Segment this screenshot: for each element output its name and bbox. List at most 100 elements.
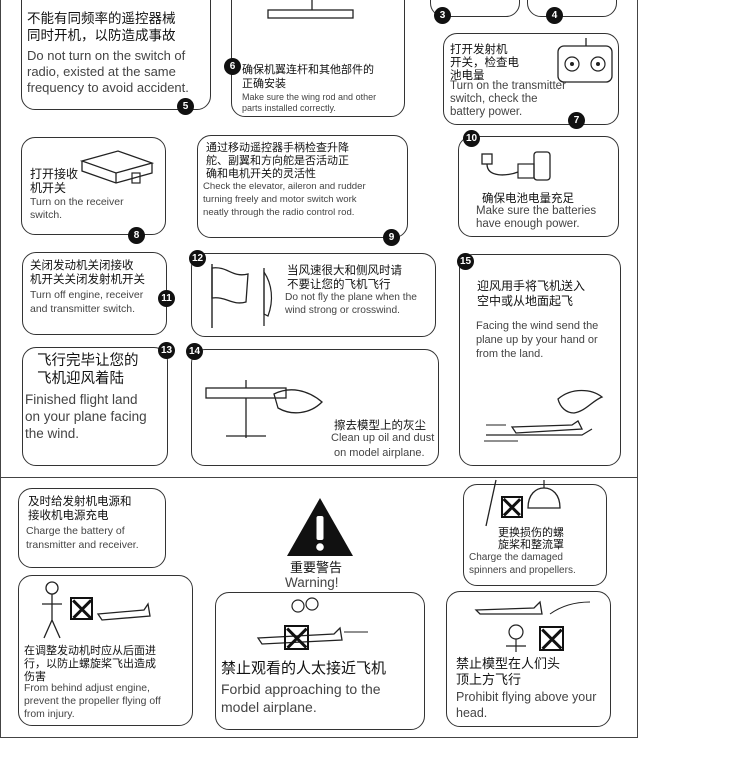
- replace-spinner-zh-line-1: 更换损伤的螺: [498, 526, 564, 539]
- charge-battery-en-line-1: Charge the battery of: [26, 525, 125, 537]
- step-7-en-line-2: switch, check the: [450, 93, 538, 105]
- prohibited-cross-icon: [70, 597, 93, 620]
- step-13-card: [22, 347, 168, 466]
- step-12-number: 12: [189, 250, 206, 267]
- prohibited-cross-icon: [539, 626, 564, 651]
- step-3-number: 3: [434, 7, 451, 24]
- adjust-engine-zh-line-3: 伤害: [24, 670, 46, 683]
- step-8-card: [21, 137, 166, 235]
- step-6-en-line-2: parts installed correctly.: [242, 103, 336, 113]
- step-14-zh: 擦去模型上的灰尘: [334, 418, 426, 432]
- replace-spinner-zh-line-2: 旋桨和整流罩: [498, 538, 564, 551]
- hand-launch-illustration: [484, 389, 604, 442]
- overhead-flight-illustration: [474, 600, 591, 652]
- replace-spinner-en-line-2: spinners and propellers.: [469, 565, 576, 576]
- adjust-engine-en-line-1: From behind adjust engine,: [24, 683, 150, 694]
- step-7-en-line-1: Turn on the transmitter: [450, 80, 566, 92]
- step-14-number: 14: [186, 343, 203, 360]
- step-15-zh-line-1: 迎风用手将飞机送入: [477, 279, 586, 293]
- step-8-zh-line-1: 打开接收: [30, 167, 79, 181]
- step-7-en-line-3: battery power.: [450, 106, 523, 118]
- step-6-card: [231, 0, 405, 117]
- step-7-zh-line-2: 开关，检查电: [450, 55, 519, 69]
- step-14-en-line-2: on model airplane.: [334, 447, 425, 459]
- engine-adjust-illustration: [42, 581, 151, 639]
- forbid-approach-en-line-2: model airplane.: [221, 699, 317, 715]
- step-10-en-line-2: have enough power.: [476, 218, 580, 230]
- warning-title-zh: 重要警告: [290, 561, 343, 576]
- spectators-airplane-illustration: [256, 597, 368, 645]
- step-4-card: [527, 0, 617, 17]
- step-8-en-line-2: switch.: [30, 209, 63, 221]
- warning-triangle-icon: [287, 498, 353, 556]
- step-8-zh-line-2: 机开关: [30, 181, 67, 195]
- forbid-approach-zh: 禁止观看的人太接近飞机: [221, 659, 387, 677]
- warning-title-en: Warning!: [285, 575, 339, 590]
- charge-battery-zh-line-2: 接收机电源充电: [28, 508, 109, 522]
- step-14-en-line-1: Clean up oil and dust: [331, 432, 435, 444]
- instruction-sheet-frame: [0, 0, 638, 738]
- charge-battery-card: [18, 488, 166, 568]
- adjust-engine-en-line-3: from injury.: [24, 709, 75, 720]
- step-10-number: 10: [463, 130, 480, 147]
- receiver-illustration: [79, 150, 155, 184]
- step-11-en-line-2: and transmitter switch.: [30, 303, 136, 315]
- step-9-number: 9: [383, 229, 400, 246]
- step-15-en-line-3: from the land.: [476, 348, 544, 360]
- step-5-en-line-3: frequency to avoid accident.: [27, 80, 189, 95]
- step-5-number: 5: [177, 98, 194, 115]
- step-12-en-line-1: Do not fly the plane when the: [285, 292, 417, 303]
- step-12-card: [191, 253, 436, 337]
- step-6-en-line-1: Make sure the wing rod and other: [242, 92, 377, 102]
- step-9-zh-line-3: 确和电机开关的灵活性: [206, 167, 316, 180]
- step-9-zh-line-1: 通过移动遥控器手柄检查升降: [206, 141, 349, 154]
- step-10-zh: 确保电池电量充足: [482, 191, 574, 205]
- battery-charger-illustration: [481, 151, 551, 181]
- airplane-wing-illustration: [267, 0, 354, 19]
- step-4-number: 4: [546, 7, 563, 24]
- step-9-card: [197, 135, 408, 238]
- charge-battery-en-line-2: transmitter and receiver.: [26, 539, 139, 551]
- step-5-zh-line-1: 不能有同频率的遥控器械: [27, 11, 176, 27]
- prohibited-cross-icon: [501, 496, 523, 518]
- no-overhead-zh-line-1: 禁止模型在人们头: [456, 657, 561, 672]
- forbid-approach-en-line-1: Forbid approaching to the: [221, 681, 381, 697]
- no-overhead-en-line-1: Prohibit flying above your: [456, 690, 597, 704]
- step-5-en-line-1: Do not turn on the switch of: [27, 48, 186, 63]
- step-11-en-line-1: Turn off engine, receiver: [30, 289, 144, 301]
- step-12-zh-line-2: 不要让您的飞机飞行: [287, 277, 391, 291]
- transmitter-illustration: [557, 38, 613, 83]
- step-6-zh-line-1: 确保机翼连杆和其他部件的: [242, 63, 374, 76]
- step-12-en-line-2: wind strong or crosswind.: [285, 305, 400, 316]
- adjust-engine-card: [18, 575, 193, 726]
- section-divider: [0, 477, 638, 478]
- step-11-zh-line-2: 机开关关闭发射机开关: [30, 272, 145, 286]
- spinner-propeller-illustration: [485, 479, 561, 527]
- wind-flag-illustration: [211, 264, 273, 328]
- step-7-number: 7: [568, 112, 585, 129]
- prohibited-cross-icon: [284, 625, 309, 650]
- step-7-zh-line-3: 池电量: [450, 68, 485, 82]
- step-15-number: 15: [457, 253, 474, 270]
- step-5-zh-line-2: 同时开机，以防造成事故: [27, 28, 176, 44]
- step-11-number: 11: [158, 290, 175, 307]
- step-7-card: [443, 33, 619, 125]
- adjust-engine-zh-line-2: 行，以防止螺旋桨飞出造成: [24, 657, 156, 670]
- adjust-engine-zh-line-1: 在调整发动机时应从后面进: [24, 644, 156, 657]
- step-8-number: 8: [128, 227, 145, 244]
- charge-battery-zh-line-1: 及时给发射机电源和: [28, 494, 132, 508]
- step-5-en-line-2: radio, existed at the same: [27, 64, 176, 79]
- adjust-engine-en-line-2: prevent the propeller flying off: [24, 696, 161, 707]
- step-10-en-line-1: Make sure the batteries: [476, 205, 597, 217]
- step-9-zh-line-2: 舵、副翼和方向舵是否活动正: [206, 154, 349, 167]
- step-6-zh-line-2: 正确安装: [242, 77, 286, 90]
- step-13-number: 13: [158, 342, 175, 359]
- step-11-zh-line-1: 关闭发动机关闭接收: [30, 258, 134, 272]
- replace-spinner-card: [463, 484, 607, 586]
- no-overhead-en-line-2: head.: [456, 706, 488, 720]
- step-11-card: [22, 252, 167, 335]
- step-13-en-line-3: the wind.: [25, 426, 80, 441]
- step-13-zh-line-1: 飞行完毕让您的: [37, 353, 139, 369]
- step-13-zh-line-2: 飞机迎风着陆: [37, 371, 124, 387]
- step-6-number: 6: [224, 58, 241, 75]
